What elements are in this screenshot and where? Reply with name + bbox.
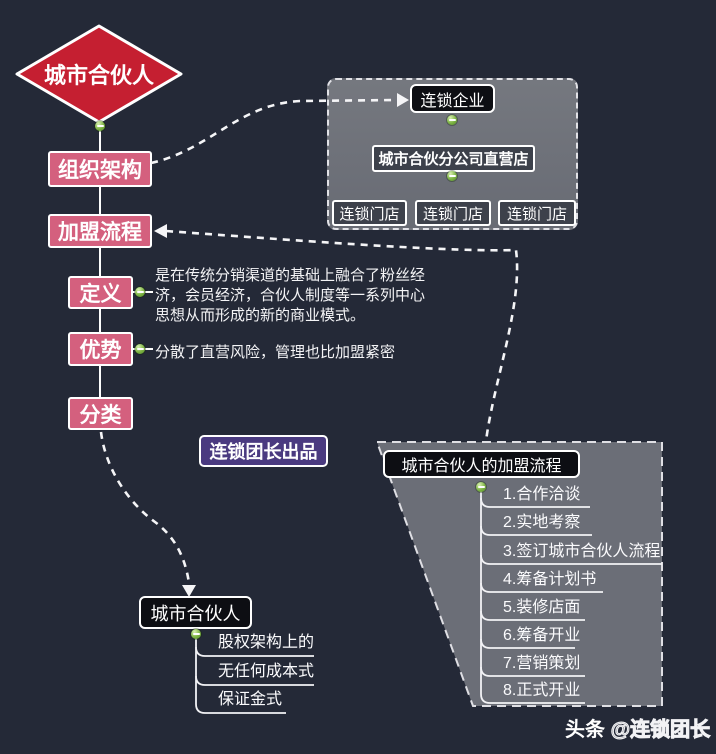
collapse-handle[interactable] (447, 171, 457, 181)
branch-node-process[interactable]: 加盟流程 (48, 214, 152, 248)
flow-step[interactable]: 2.实地考察 (503, 514, 581, 531)
org-node-store[interactable]: 连锁门店 (415, 200, 491, 226)
org-node-company[interactable]: 连锁企业 (410, 84, 495, 113)
watermark-source: 头条 (565, 719, 605, 741)
root-node-label[interactable]: 城市合伙人 (43, 63, 154, 88)
classification-title-node[interactable]: 城市合伙人 (139, 596, 252, 629)
flow-step[interactable]: 4.筹备计划书 (503, 571, 597, 588)
watermark: 头条 @连锁团长 (565, 713, 711, 742)
branch-node-category[interactable]: 分类 (68, 397, 133, 430)
branch-node-definition[interactable]: 定义 (68, 276, 133, 309)
flow-step[interactable]: 8.正式开业 (503, 682, 581, 699)
classification-item[interactable]: 保证金式 (218, 691, 283, 708)
advantage-text: 分散了直营风险，管理也比加盟紧密 (155, 344, 396, 361)
publisher-badge: 连锁团长出品 (199, 435, 328, 467)
arrow-category-to-classification (99, 431, 191, 584)
org-node-branch-company[interactable]: 城市合伙分公司直营店 (372, 145, 535, 172)
branch-node-advantage[interactable]: 优势 (68, 332, 133, 366)
arrow-flowboundary-to-process (165, 229, 519, 442)
definition-text: 是在传统分销渠道的基础上融合了粉丝经济，会员经济，合伙人制度等一系列中心思想从而… (155, 267, 426, 324)
flow-step[interactable]: 6.筹备开业 (503, 627, 581, 644)
flow-title-node[interactable]: 城市合伙人的加盟流程 (383, 450, 580, 478)
flow-step[interactable]: 3.签订城市合伙人流程 (503, 543, 661, 560)
collapse-handle[interactable] (447, 115, 457, 125)
arrowhead-left (154, 224, 167, 238)
classification-item[interactable]: 无任何成本式 (218, 663, 315, 680)
collapse-handle[interactable] (135, 344, 145, 354)
flow-step[interactable]: 7.营销策划 (503, 655, 581, 672)
org-node-store[interactable]: 连锁门店 (498, 200, 576, 226)
callout-connectors (132, 291, 153, 350)
org-node-store[interactable]: 连锁门店 (332, 200, 407, 226)
flow-step[interactable]: 5.装修店面 (503, 599, 581, 616)
classification-item[interactable]: 股权架构上的 (218, 634, 315, 651)
collapse-handle[interactable] (476, 482, 486, 492)
collapse-handle[interactable] (191, 629, 201, 639)
collapse-handle[interactable] (135, 287, 145, 297)
flow-step[interactable]: 1.合作洽谈 (503, 486, 581, 503)
watermark-handle: @连锁团长 (610, 719, 711, 742)
branch-node-structure[interactable]: 组织架构 (48, 151, 152, 187)
collapse-handle[interactable] (95, 121, 105, 131)
